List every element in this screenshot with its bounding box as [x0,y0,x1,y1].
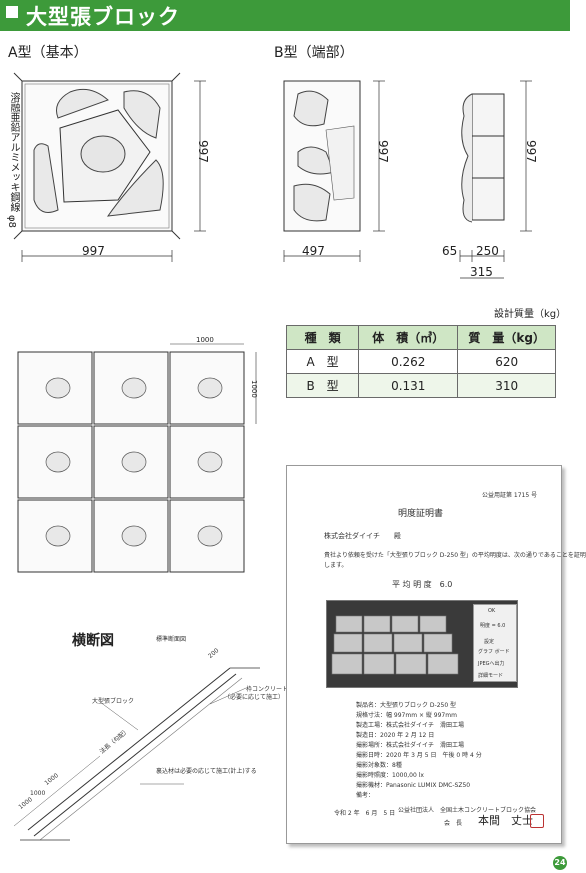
cert-detail: 製品名：大型張りブロック D-250 型 [356,702,457,709]
panel-setting: 設定 [484,639,495,645]
label-concrete: 枠コンクリート [246,686,289,693]
wire-note: 溶融亜鉛アルミメッキ鋼線 [8,92,19,212]
measurement-panel [473,604,517,682]
cert-signature: 本間 丈士 [478,814,533,827]
table-unit-label: 設計質量（kg） [494,309,567,320]
cert-average: 平 均 明 度 6.0 [392,580,453,589]
photo-blocks-image [331,615,459,675]
table-cell: 620 [457,349,556,374]
block-a-height-dim: 997 [196,140,210,163]
block-b-width-dim: 497 [302,244,325,258]
table-cell: B 型 [285,373,360,398]
cert-body-1: 貴社より依頼を受けた「大型張りブロック D-250 型」の平均明度は、次の通りで… [324,552,586,559]
label-fill: 裏込材は必要の応じて施工(計上)する [156,768,257,775]
cert-issuer-role: 会 長 [444,820,463,827]
cert-detail: 撮影場所：株式会社ダイイチ 滑田工場 [356,742,465,749]
block-b-side-height-dim: 997 [524,140,538,163]
cert-detail: 撮影機材：Panasonic LUMIX DMC-SZ50 [356,782,471,789]
table-header-volume: 体 積（㎥） [358,325,459,350]
section-b-title: B型（端部） [274,45,354,61]
label-block: 大型張ブロック [92,698,135,705]
cert-title: 明度証明書 [398,509,444,519]
cert-detail: 撮影時照度：1000,00 lx [356,772,424,779]
cert-number: 公益用証第 1715 号 [482,492,538,499]
cross-dim-3: 1000 [30,790,46,797]
table-cell: 0.262 [358,349,459,374]
cert-issuer: 公益社団法人 全国土木コンクリートブロック協会 [398,807,537,814]
block-b-height-dim: 997 [376,140,390,163]
panel-value: 明度 = 6.0 [480,623,506,629]
table-header-type: 種 類 [285,325,360,350]
panel-ok: OK [488,608,496,614]
cross-section-drawing [13,667,260,841]
table-header-mass: 質 量（kg） [457,325,556,350]
header-square-icon [6,6,18,18]
spec-table: 種 類 体 積（㎥） 質 量（kg） A 型 0.262 620 B 型 0.1… [285,325,556,398]
table-cell: 0.131 [358,373,459,398]
cert-detail: 備考： [356,792,375,799]
block-b-dim-total: 315 [470,265,493,279]
cross-section-title: 横断図 [72,633,114,649]
table-cell: 310 [457,373,556,398]
cert-date: 令和 2 年 6 月 5 日 [334,810,396,817]
header-bar [0,0,570,31]
block-grid-drawing [17,343,257,573]
section-a-title: A型（基本） [8,45,88,61]
panel-jpeg-output: JPEGへ出力 [478,661,505,667]
cert-addressee: 株式会社ダイイチ 殿 [324,532,401,540]
cert-detail: 撮影日時：2020 年 3 月 5 日 午後 0 時 4 分 [356,752,482,759]
seal-stamp-icon [530,814,544,828]
block-a-drawing [13,72,206,262]
panel-detail-mode: 詳細モード [478,673,504,679]
block-b-drawing [283,80,532,279]
grid-height-dim: 1000 [250,380,258,398]
block-a-width-dim: 997 [82,244,105,258]
cert-detail: 規格寸法：幅 997mm × 縦 997mm [356,712,457,719]
page-title: 大型張ブロック [26,5,180,29]
cert-detail: 撮影対象数：8種 [356,762,402,769]
cert-body-2: します。 [324,562,348,569]
cert-detail: 製造工場：株式会社ダイイチ 滑田工場 [356,722,465,729]
panel-graph-board: グラフ ボード [478,649,510,655]
table-row: A 型 0.262 620 [285,349,556,374]
cert-detail: 製造日：2020 年 2 月 12 日 [356,732,435,739]
wire-diameter: φ8 [6,215,17,228]
block-b-dim-a: 65 [442,244,458,258]
label-concrete-note: （必要に応じて施工） [224,694,285,701]
block-b-dim-b: 250 [476,244,499,258]
cross-section-subtitle: 標準断面図 [156,636,187,643]
page-number: 24 [553,856,567,870]
table-cell: A 型 [285,349,360,374]
grid-width-dim: 1000 [196,336,214,344]
table-header-row: 種 類 体 積（㎥） 質 量（kg） [285,325,556,350]
table-row: B 型 0.131 310 [285,373,556,398]
